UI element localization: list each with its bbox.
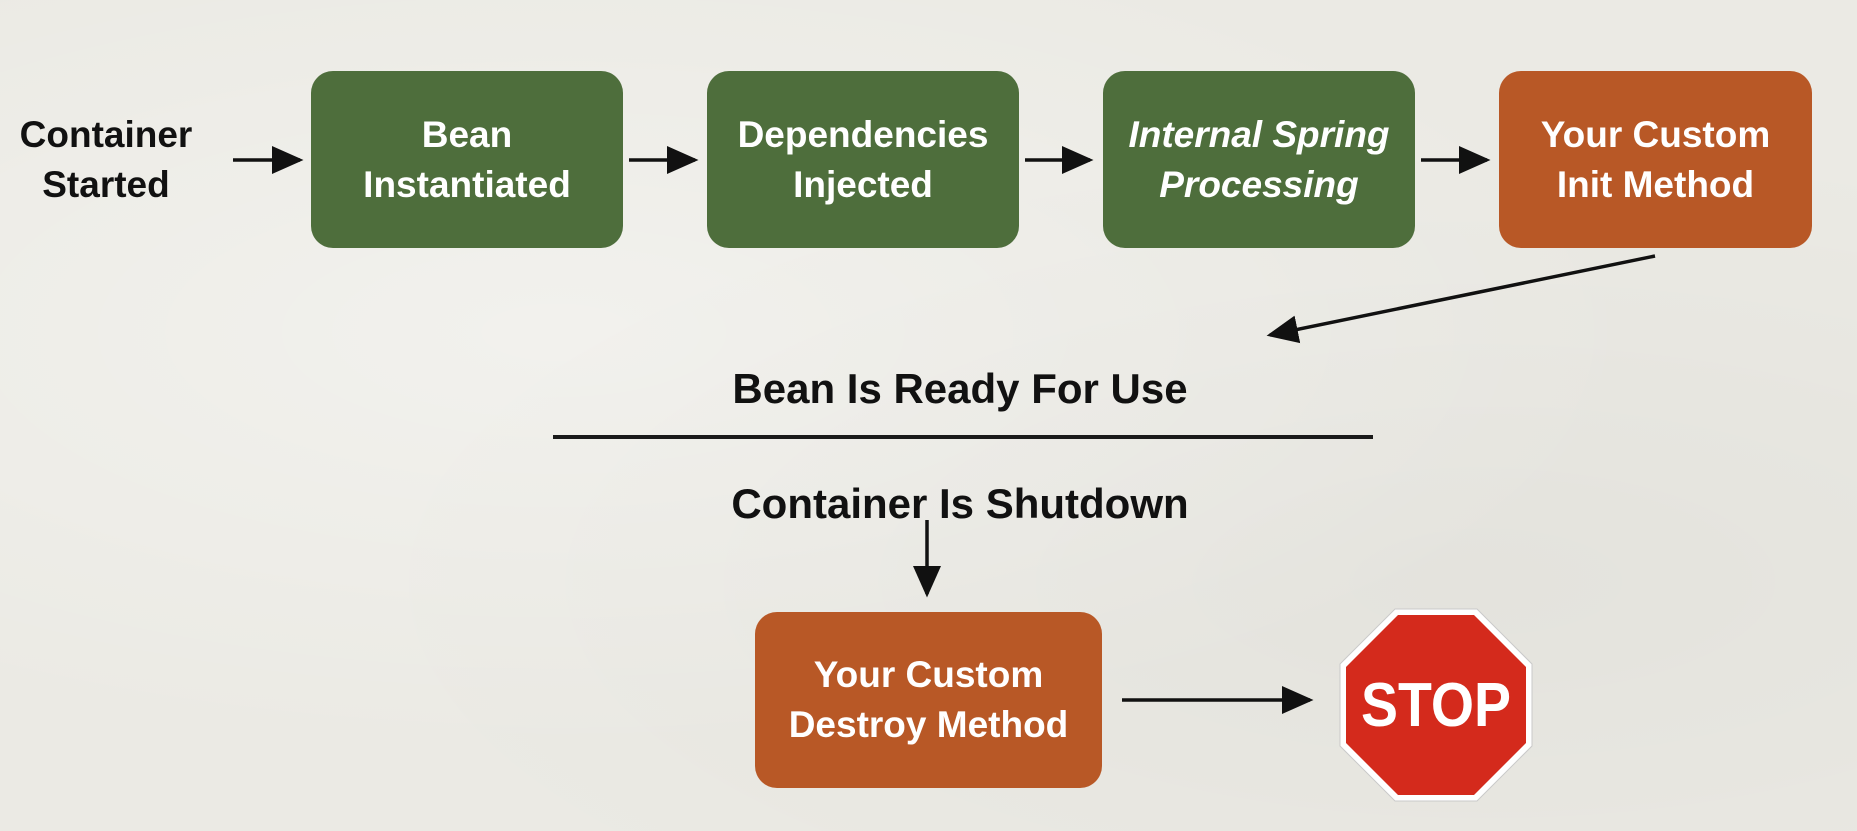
start-label-line-1: Container <box>19 114 193 155</box>
step-custom-destroy-method: Your Custom Destroy Method <box>755 612 1102 788</box>
step-4-line-1: Your Custom <box>1540 113 1771 155</box>
step-3-line-2: Processing <box>1159 163 1359 205</box>
arrow-init-to-ready <box>1266 254 1656 344</box>
stop-sign-text: STOP <box>1361 671 1511 740</box>
step-4-line-2: Init Method <box>1556 163 1755 205</box>
step-3-line-1: Internal Spring <box>1128 113 1390 155</box>
container-shutdown-label: Container Is Shutdown <box>731 480 1189 527</box>
step-2-line-2: Injected <box>793 163 933 205</box>
start-label-line-2: Started <box>42 164 170 205</box>
step-internal-spring-processing: Internal Spring Processing <box>1103 71 1415 248</box>
destroy-line-2: Destroy Method <box>788 704 1069 745</box>
step-custom-init-method: Your Custom Init Method <box>1499 71 1812 248</box>
lifecycle-divider <box>553 435 1373 439</box>
container-started-label: Container Started <box>0 110 212 210</box>
step-2-line-1: Dependencies <box>737 113 989 155</box>
bean-ready-label: Bean Is Ready For Use <box>732 365 1188 412</box>
destroy-line-1: Your Custom <box>813 654 1044 695</box>
step-1-line-2: Instantiated <box>363 163 571 205</box>
step-1-line-1: Bean <box>421 113 513 155</box>
step-bean-instantiated: Bean Instantiated <box>311 71 623 248</box>
step-dependencies-injected: Dependencies Injected <box>707 71 1019 248</box>
stop-sign-icon: STOP <box>1339 608 1533 802</box>
